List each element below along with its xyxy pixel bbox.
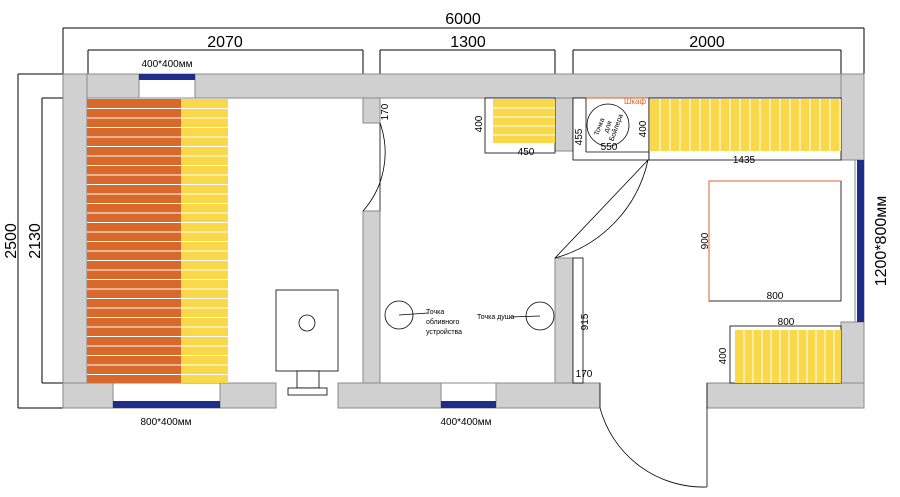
door-left-middle <box>362 122 386 212</box>
window-bottom-middle-label: 400*400мм <box>440 417 491 428</box>
windows <box>112 73 865 409</box>
left-room-width-label: 2070 <box>207 34 243 51</box>
bench-slat-lines <box>87 108 228 375</box>
partition-right-strip <box>572 257 584 384</box>
bench-right-bottom-width-label: 800 <box>778 317 795 328</box>
partition-bottom-label: 170 <box>576 369 593 380</box>
dimension-lines <box>17 27 865 409</box>
shower-point-label: Точка душа <box>477 314 514 321</box>
bench-right-top-slat-lines <box>659 99 841 151</box>
right-room-width-label: 2000 <box>689 34 725 51</box>
total-width-label: 6000 <box>445 11 481 28</box>
bench-right-top-width-label: 1435 <box>733 155 756 166</box>
stove <box>275 289 339 396</box>
inner-height-label: 2130 <box>27 223 44 259</box>
bench-middle-slat-lines <box>493 107 555 136</box>
entrance-door <box>599 383 708 488</box>
closet-width-label: 550 <box>601 142 618 153</box>
bed-width-label: 800 <box>767 291 784 302</box>
total-height-label: 2500 <box>3 223 20 259</box>
closet-height-label: 400 <box>638 120 649 137</box>
closet-label: Шкаф <box>624 97 646 106</box>
middle-room-width-label: 1300 <box>450 34 486 51</box>
bench-right-bottom-height-label: 400 <box>718 347 729 364</box>
partition-top-label: 170 <box>380 103 391 120</box>
window-right-label: 1200*800мм <box>873 196 890 287</box>
shower-point <box>509 301 555 331</box>
bench-right-top <box>648 97 842 161</box>
washer-point <box>384 300 429 330</box>
door-middle-right <box>554 159 649 259</box>
bed-height-label: 900 <box>700 232 711 249</box>
washer-point-label: Точка обливного устройства <box>426 309 462 336</box>
bench-middle-width-label: 450 <box>518 147 535 158</box>
partition-length-label: 915 <box>580 313 591 330</box>
window-bottom-left-label: 800*400мм <box>140 417 191 428</box>
bench-right-bottom-slat-lines <box>743 330 835 383</box>
bed <box>708 180 842 302</box>
closet-depth-label: 455 <box>574 128 585 145</box>
bench-right-bottom <box>729 325 842 384</box>
boiler-point <box>586 103 630 147</box>
window-top-left-label: 400*400мм <box>141 59 192 70</box>
bench-middle-height-label: 400 <box>474 115 485 132</box>
